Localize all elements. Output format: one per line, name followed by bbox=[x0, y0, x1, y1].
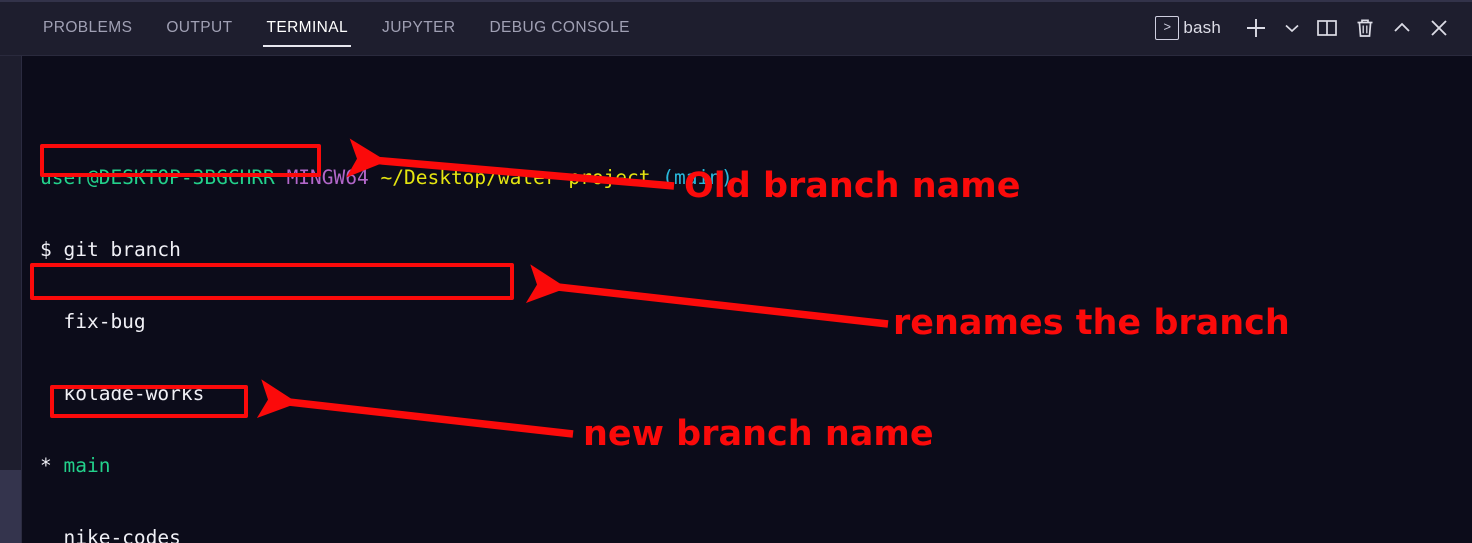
shell-name-label: bash bbox=[1183, 17, 1221, 37]
branch-marker bbox=[40, 382, 63, 405]
branch-marker bbox=[40, 526, 63, 543]
branch-marker bbox=[40, 310, 63, 333]
tab-jupyter-label: JUPYTER bbox=[382, 18, 456, 36]
new-terminal-button[interactable] bbox=[1236, 9, 1276, 47]
command-line: $ git branch bbox=[40, 238, 1472, 262]
branch-list-item: fix-bug bbox=[40, 310, 1472, 334]
branch-name: nike-codes bbox=[63, 526, 181, 543]
split-terminal-button[interactable] bbox=[1308, 9, 1346, 47]
tab-jupyter[interactable]: JUPYTER bbox=[365, 0, 472, 55]
prompt-branch: (main) bbox=[662, 166, 733, 189]
tab-output-label: OUTPUT bbox=[166, 18, 233, 36]
terminal-profile-dropdown-button[interactable] bbox=[1276, 9, 1308, 47]
chevron-up-icon bbox=[1394, 22, 1410, 32]
tab-problems[interactable]: PROBLEMS bbox=[26, 0, 149, 55]
plus-icon bbox=[1247, 18, 1265, 37]
branch-list-item-current: * main bbox=[40, 454, 1472, 478]
tab-problems-label: PROBLEMS bbox=[43, 18, 133, 36]
panel-tabbar: PROBLEMS OUTPUT TERMINAL JUPYTER DEBUG C… bbox=[0, 0, 1472, 56]
branch-list-item: nike-codes bbox=[40, 526, 1472, 543]
tab-terminal[interactable]: TERMINAL bbox=[249, 0, 365, 55]
terminal-text: user@DESKTOP-3BGCHRR MINGW64 ~/Desktop/w… bbox=[40, 70, 1472, 543]
branch-marker: * bbox=[40, 454, 64, 477]
close-panel-button[interactable] bbox=[1420, 9, 1458, 47]
terminal-output-area[interactable]: user@DESKTOP-3BGCHRR MINGW64 ~/Desktop/w… bbox=[22, 56, 1472, 543]
prompt-user-host: user@DESKTOP-3BGCHRR bbox=[40, 166, 275, 189]
tabbar-top-border bbox=[0, 0, 1472, 2]
prompt-path: ~/Desktop/water-project bbox=[380, 166, 651, 189]
tab-debug-console[interactable]: DEBUG CONSOLE bbox=[472, 0, 646, 55]
branch-name: kolade-works bbox=[63, 382, 205, 405]
trash-icon bbox=[1357, 18, 1373, 37]
branch-name: main bbox=[63, 454, 111, 477]
left-gutter bbox=[0, 0, 22, 543]
prompt-line: user@DESKTOP-3BGCHRR MINGW64 ~/Desktop/w… bbox=[40, 166, 1472, 190]
prompt-shell-env: MINGW64 bbox=[286, 166, 369, 189]
command-text: git branch bbox=[63, 238, 181, 261]
prompt-symbol: $ bbox=[40, 238, 52, 261]
panel-scrollbar[interactable] bbox=[0, 470, 21, 543]
branch-list-item: kolade-works bbox=[40, 382, 1472, 406]
panel-toolbar: > bash bbox=[1148, 0, 1458, 55]
collapse-panel-button[interactable] bbox=[1384, 9, 1420, 47]
split-panel-icon bbox=[1317, 19, 1337, 36]
kill-terminal-button[interactable] bbox=[1346, 9, 1384, 47]
branch-name: fix-bug bbox=[63, 310, 146, 333]
terminal-icon: > bbox=[1155, 15, 1180, 40]
panel-tablist: PROBLEMS OUTPUT TERMINAL JUPYTER DEBUG C… bbox=[26, 0, 647, 55]
close-icon bbox=[1431, 19, 1447, 36]
tab-debug-console-label: DEBUG CONSOLE bbox=[489, 18, 630, 36]
tab-terminal-label: TERMINAL bbox=[266, 18, 349, 36]
tab-output[interactable]: OUTPUT bbox=[149, 0, 249, 55]
chevron-down-icon bbox=[1285, 24, 1299, 32]
active-shell-selector[interactable]: > bash bbox=[1148, 9, 1236, 47]
